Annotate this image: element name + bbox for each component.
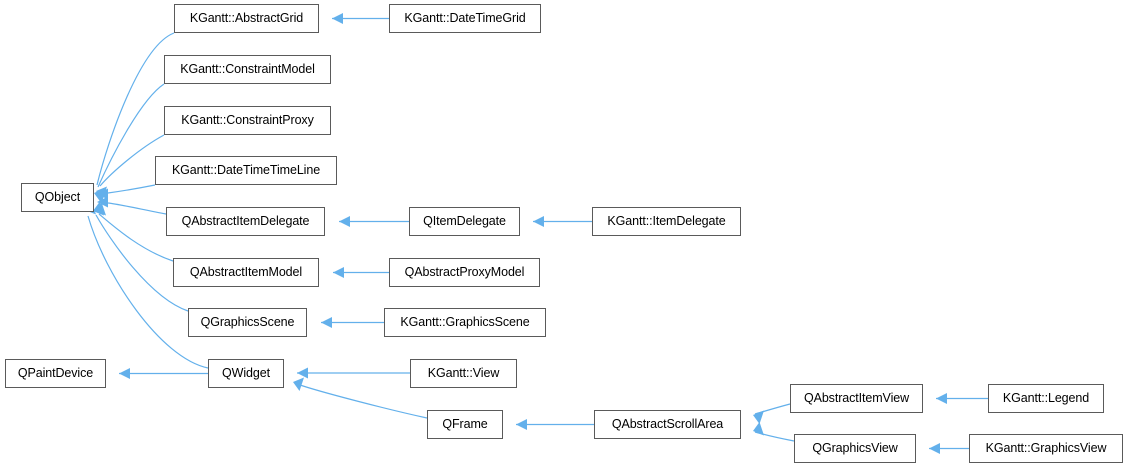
arrowhead-qabstractitemview-to-qabstractscrollarea: [753, 410, 764, 424]
arrowhead-constraintmodel-to-qobject: [95, 189, 106, 203]
class-node-label: QItemDelegate: [423, 214, 506, 229]
arrowhead-qabstractitemmodel-to-qobject: [95, 202, 106, 216]
class-node-kggraphicsview[interactable]: KGantt::GraphicsView: [969, 434, 1123, 463]
arrowhead-qabstractproxymodel-to-qabstractitemmodel: [333, 267, 344, 278]
class-node-qabstractscrollarea[interactable]: QAbstractScrollArea: [594, 410, 741, 439]
class-node-label: KGantt::AbstractGrid: [189, 11, 304, 26]
class-node-label: QAbstractItemModel: [189, 265, 303, 280]
class-node-label: QAbstractProxyModel: [404, 265, 525, 280]
class-node-qgraphicsview[interactable]: QGraphicsView: [794, 434, 916, 463]
class-node-label: KGantt::ConstraintProxy: [181, 113, 314, 128]
class-node-label: QGraphicsView: [812, 441, 898, 456]
class-node-constraintmodel[interactable]: KGantt::ConstraintModel: [164, 55, 331, 84]
arrowhead-kggraphicsview-to-qgraphicsview: [929, 443, 940, 454]
class-node-label: KGantt::DateTimeGrid: [404, 11, 526, 26]
class-node-label: QAbstractItemView: [803, 391, 910, 406]
class-node-qwidget[interactable]: QWidget: [208, 359, 284, 388]
class-node-kgitemdelegate[interactable]: KGantt::ItemDelegate: [592, 207, 741, 236]
class-node-label: QWidget: [222, 366, 270, 381]
class-node-label: KGantt::GraphicsView: [985, 441, 1107, 456]
class-node-kglegend[interactable]: KGantt::Legend: [988, 384, 1104, 413]
class-node-label: QAbstractItemDelegate: [181, 214, 310, 229]
class-node-kggraphicsscene[interactable]: KGantt::GraphicsScene: [384, 308, 546, 337]
arrowhead-kgview-to-qwidget: [297, 367, 308, 379]
class-node-qgraphicsscene[interactable]: QGraphicsScene: [188, 308, 307, 337]
class-node-datetimegrid[interactable]: KGantt::DateTimeGrid: [389, 4, 541, 33]
class-node-label: KGantt::ItemDelegate: [607, 214, 726, 229]
arrowhead-qgraphicsscene-to-qobject: [93, 202, 104, 216]
edge-qabstractitemdelegate-to-qobject: [107, 202, 167, 215]
class-node-label: QAbstractScrollArea: [611, 417, 724, 432]
class-node-label: KGantt::DateTimeTimeLine: [171, 163, 321, 178]
arrowhead-abstractgrid-to-qobject: [94, 188, 105, 202]
arrowhead-datetimegrid-to-abstractgrid: [332, 13, 343, 24]
class-node-qabstractitemview[interactable]: QAbstractItemView: [790, 384, 923, 413]
class-node-qobject[interactable]: QObject: [21, 183, 94, 212]
class-node-qframe[interactable]: QFrame: [427, 410, 503, 439]
arrowhead-qgraphicsview-to-qabstractscrollarea: [753, 422, 764, 436]
class-node-qabstractitemmodel[interactable]: QAbstractItemModel: [173, 258, 319, 287]
arrowhead-qframe-to-qwidget: [293, 377, 304, 391]
class-node-datetimetimeline[interactable]: KGantt::DateTimeTimeLine: [155, 156, 337, 185]
class-node-qitemdelegate[interactable]: QItemDelegate: [409, 207, 520, 236]
class-node-label: QObject: [34, 190, 81, 205]
arrowhead-qitemdelegate-to-qabstractitemdelegate: [339, 216, 350, 227]
edge-qframe-to-qwidget: [296, 383, 428, 419]
edge-qwidget-to-qobject: [87, 215, 209, 369]
class-node-constraintproxy[interactable]: KGantt::ConstraintProxy: [164, 106, 331, 135]
class-node-label: QGraphicsScene: [200, 315, 295, 330]
class-node-label: QFrame: [442, 417, 488, 432]
class-node-qabstractitemdelegate[interactable]: QAbstractItemDelegate: [166, 207, 325, 236]
class-node-label: KGantt::ConstraintModel: [180, 62, 315, 77]
class-node-label: KGantt::Legend: [1002, 391, 1090, 406]
class-node-abstractgrid[interactable]: KGantt::AbstractGrid: [174, 4, 319, 33]
arrowhead-qwidget-to-qpaintdevice: [119, 368, 130, 379]
class-node-qabstractproxymodel[interactable]: QAbstractProxyModel: [389, 258, 540, 287]
arrowhead-qabstractitemdelegate-to-qobject: [97, 196, 108, 208]
arrowhead-datetimetimeline-to-qobject: [97, 188, 108, 200]
class-node-label: KGantt::View: [427, 366, 500, 381]
arrowhead-kglegend-to-qabstractitemview: [936, 393, 947, 404]
class-node-qpaintdevice[interactable]: QPaintDevice: [5, 359, 106, 388]
edge-qgraphicsview-to-qabstractscrollarea: [754, 431, 795, 442]
arrowhead-qabstractscrollarea-to-qframe: [516, 419, 527, 430]
arrowhead-constraintproxy-to-qobject: [96, 186, 107, 200]
class-node-label: KGantt::GraphicsScene: [400, 315, 530, 330]
edge-qabstractitemview-to-qabstractscrollarea: [754, 403, 791, 415]
class-node-label: QPaintDevice: [17, 366, 94, 381]
arrowhead-kggraphicsscene-to-qgraphicsscene: [321, 317, 332, 328]
edge-datetimetimeline-to-qobject: [107, 184, 156, 194]
edge-qabstractitemmodel-to-qobject: [98, 213, 174, 262]
arrowhead-kgitemdelegate-to-qitemdelegate: [533, 216, 544, 227]
class-node-kgview[interactable]: KGantt::View: [410, 359, 517, 388]
